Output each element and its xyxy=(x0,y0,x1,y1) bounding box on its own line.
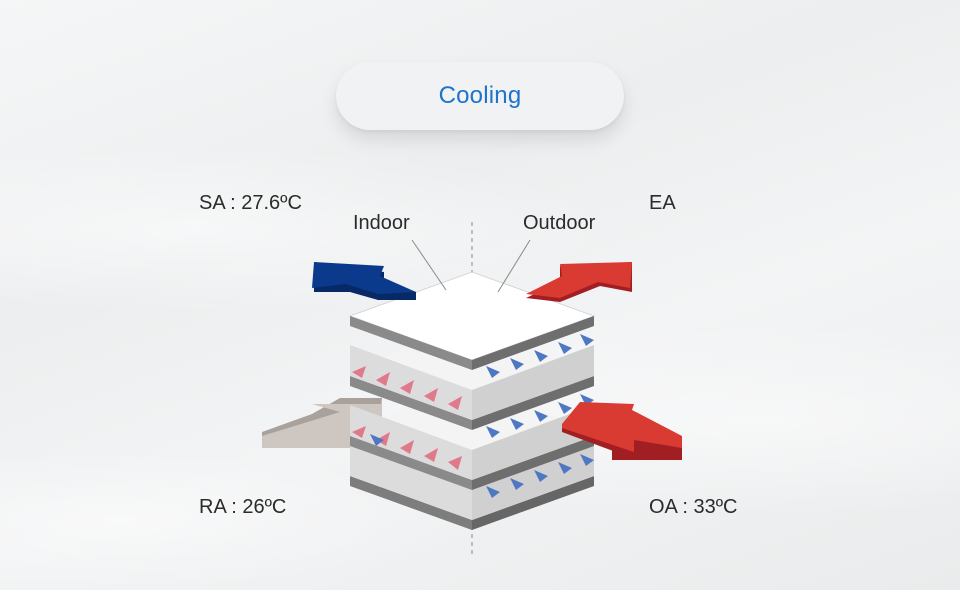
warm-fins xyxy=(352,366,462,470)
mode-label: Cooling xyxy=(438,82,522,109)
return-air-label: RA : 26ºC xyxy=(199,496,287,518)
outdoor-leader-line xyxy=(497,239,531,293)
exhaust-air-label: EA xyxy=(649,192,676,214)
outdoor-air-label: OA : 33ºC xyxy=(649,496,738,518)
supply-air-label: SA : 27.6ºC xyxy=(199,192,302,214)
indoor-label: Indoor xyxy=(353,212,410,234)
supply-air-arrow xyxy=(312,262,416,300)
indoor-leader-line xyxy=(411,239,447,291)
core-stack xyxy=(348,271,596,530)
outdoor-air-arrow xyxy=(562,402,682,460)
outdoor-label: Outdoor xyxy=(523,212,596,234)
exhaust-air-arrow xyxy=(526,262,632,302)
mode-pill: Cooling xyxy=(336,62,624,130)
cool-fins xyxy=(370,334,594,498)
